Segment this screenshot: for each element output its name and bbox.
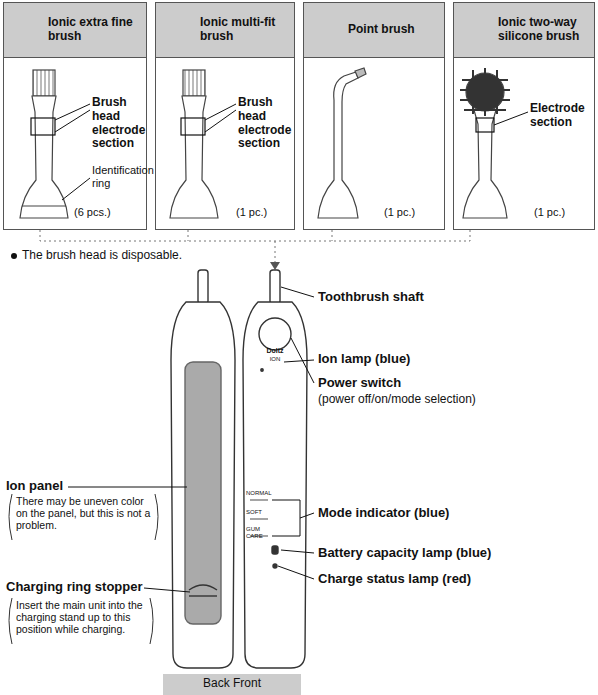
brush-title: Point brush [348, 23, 442, 37]
header-band: Ionic extra fine brush [3, 2, 147, 58]
brush-panel: Electrode section (1 pc.) [453, 58, 595, 230]
part-label: (1 pc.) [236, 206, 292, 219]
brush-panel: Brush head electrode sectionIdentificati… [3, 58, 147, 230]
part-label: (power off/on/mode selection) [318, 393, 538, 407]
part-label: (1 pc.) [384, 206, 442, 219]
part-label: Back Front [163, 677, 301, 691]
part-label: NORMAL [246, 490, 276, 497]
part-label: Insert the main unit into the charging s… [16, 599, 150, 635]
part-label: ION [255, 356, 295, 363]
part-label: Power switch [318, 376, 518, 391]
part-label: Brush head electrode section [92, 96, 146, 151]
part-label: Brush head electrode section [238, 96, 292, 151]
header-band: Ionic two-way silicone brush [453, 2, 595, 58]
part-label: Doltz [255, 347, 295, 355]
part-label: Electrode section [530, 102, 592, 130]
header-band: Point brush [303, 2, 445, 58]
part-label: Battery capacity lamp (blue) [318, 546, 558, 561]
part-label: (6 pcs.) [74, 206, 140, 219]
part-label: The brush head is disposable. [22, 249, 322, 263]
part-label: (1 pc.) [534, 206, 592, 219]
part-label: Charging ring stopper [6, 580, 156, 595]
brush-panel: Brush head electrode section (1 pc.) [155, 58, 295, 230]
part-label: Identification ring [92, 164, 146, 189]
part-label: Ion lamp (blue) [318, 352, 518, 367]
part-label: Ion panel [6, 479, 126, 494]
brush-panel: (1 pc.) [303, 58, 445, 230]
brush-title: Ionic two-way silicone brush [498, 16, 592, 44]
header-band: Ionic multi-fit brush [155, 2, 295, 58]
brush-title: Ionic extra fine brush [48, 16, 146, 44]
part-label: SOFT [246, 509, 276, 516]
part-label: Charge status lamp (red) [318, 572, 558, 587]
part-label: Mode indicator (blue) [318, 506, 538, 521]
brush-title: Ionic multi-fit brush [200, 16, 292, 44]
part-label: There may be uneven color on the panel, … [16, 495, 154, 531]
part-label: Toothbrush shaft [318, 290, 518, 305]
part-label: GUM CARE [246, 526, 276, 540]
